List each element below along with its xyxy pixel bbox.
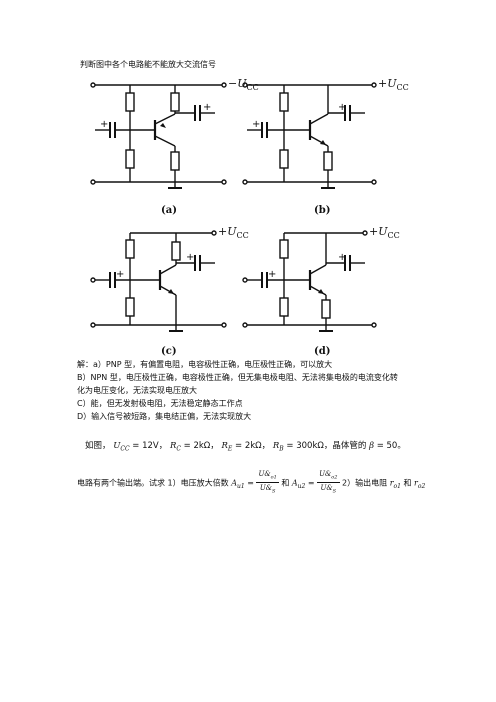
question-1: 判断图中各个电路能不能放大交流信号: [80, 60, 216, 69]
plus-c-out: +: [186, 252, 195, 263]
circuit-a: [90, 82, 227, 189]
plus-c-in: +: [116, 269, 125, 280]
fraction-1: U&o1 U&S: [256, 470, 279, 495]
circuit-b: [242, 82, 377, 189]
plus-a-out: +: [203, 102, 212, 113]
plus-b-in: +: [252, 119, 261, 130]
answer-c: C）能，但无发射极电阻，无法稳定静态工作点: [77, 399, 243, 408]
vcc-label-c: +UCC: [218, 225, 249, 241]
circuit-diagrams: [90, 82, 377, 332]
plus-d-in: +: [268, 269, 277, 280]
vcc-label-a: −UCC: [228, 77, 259, 93]
vcc-label-b: +UCC: [378, 77, 409, 93]
caption-a: (a): [161, 205, 177, 216]
caption-b: (b): [314, 205, 331, 216]
question-2-line-1: 如图， UCC = 12V， RC = 2kΩ， RE = 2kΩ， RB = …: [85, 441, 406, 453]
caption-c: (c): [161, 346, 177, 357]
plus-b-out: +: [338, 102, 347, 113]
plus-a-in: +: [100, 119, 109, 130]
circuit-d: [242, 230, 377, 332]
answer-b: B）NPN 型，电压极性正确，电容极性正确，但无集电极电阻、无法将集电极的电流变…: [77, 373, 398, 382]
question-2-line-2: 电路有两个输出端。试求 1）电压放大倍数 Au1 = U&o1 U&S 和 Au…: [77, 470, 426, 495]
plus-d-out: +: [338, 252, 347, 263]
answer-b-cont: 化为电压变化，无法实现电压放大: [77, 386, 197, 395]
fraction-2: U&o2 U&S: [317, 470, 340, 495]
answer-a: 解：a）PNP 型，有偏置电阻，电容极性正确，电压极性正确，可以放大: [77, 360, 333, 369]
caption-d: (d): [314, 346, 331, 357]
answer-d: D）输入信号被短路，集电结正偏，无法实现放大: [77, 412, 252, 421]
vcc-label-d: +UCC: [369, 225, 400, 241]
circuit-c: [90, 230, 227, 332]
